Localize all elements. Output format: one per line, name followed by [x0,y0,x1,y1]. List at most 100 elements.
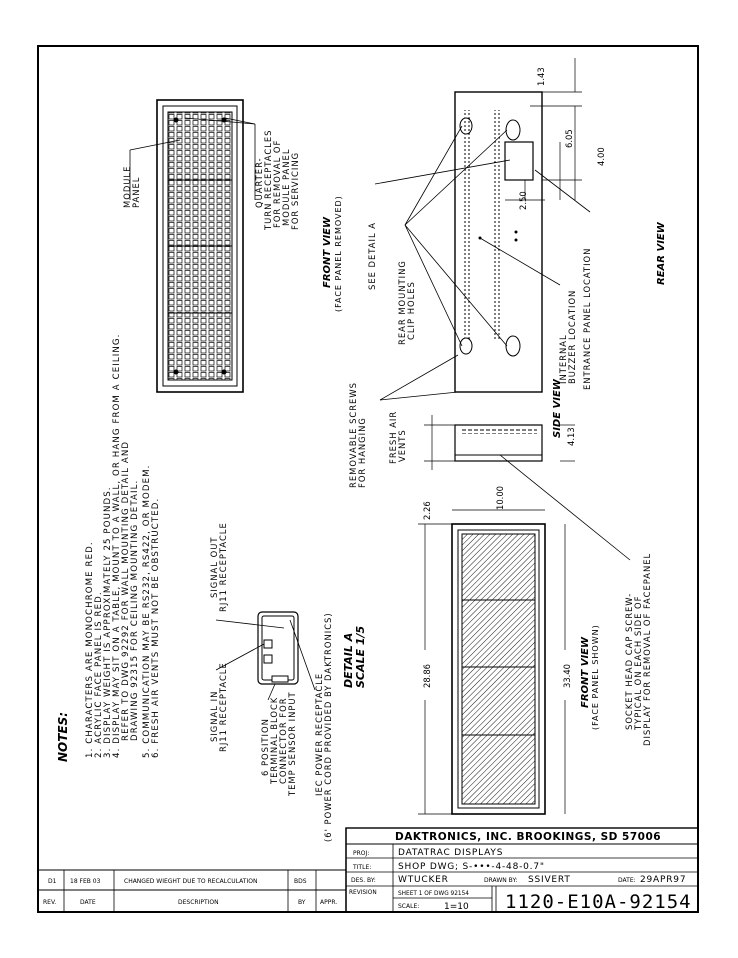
detail-a [257,611,299,685]
note-4-cont-1: REFER TO DWG 92292 FOR WALL MOUNTING DET… [121,441,131,741]
buzzer-callout: INTERNAL BUZZER LOCATION [479,237,577,384]
svg-text:RJ11 RECEPTACLE: RJ11 RECEPTACLE [218,662,228,752]
note-3: 3. DISPLAY WEIGHT IS APPROXIMATELY 25 PO… [103,486,113,758]
svg-text:PANEL: PANEL [131,177,141,208]
svg-text:6 POSITION: 6 POSITION [260,718,270,776]
removable-screws-callout: REMOVABLE SCREWS FOR HANGING [348,354,459,488]
title-block: DAKTRONICS, INC. BROOKINGS, SD 57006 PRO… [345,827,699,913]
project-name: DATATRAC DISPLAYS [398,848,503,858]
detail-a-scale: SCALE 1/5 [354,625,367,688]
svg-text:6.05: 6.05 [564,129,574,148]
svg-text:DES. BY:: DES. BY: [351,877,376,884]
svg-text:BUZZER LOCATION: BUZZER LOCATION [567,290,577,384]
module-panel-callout: MODULE PANEL [122,139,181,208]
svg-text:28.86: 28.86 [422,664,432,688]
svg-text:1.43: 1.43 [536,67,546,86]
sheet-border [37,45,699,913]
svg-text:10.00: 10.00 [495,486,505,510]
svg-text:DATE: DATE [80,899,96,906]
notes-heading: NOTES: [56,712,70,762]
svg-text:TYPICAL ON EACH SIDE OF: TYPICAL ON EACH SIDE OF [633,596,643,731]
svg-text:MODULE: MODULE [122,166,132,208]
quarter-turn-callout: QUARTER- TURN RECEPTACLES FOR REMOVAL OF… [184,117,300,231]
svg-text:DISPLAY FOR REMOVAL OF FACEPAN: DISPLAY FOR REMOVAL OF FACEPANEL [642,553,652,746]
svg-text:BDS: BDS [294,878,307,885]
svg-text:29APR97: 29APR97 [640,875,686,885]
note-2: 2. ACRYLIC FACE PANEL IS RED. [94,591,104,758]
svg-text:TERMINAL BLOCK: TERMINAL BLOCK [269,697,279,785]
svg-text:FRESH AIR: FRESH AIR [388,411,398,464]
entrance-callout: ENTRANCE PANEL LOCATION [534,169,592,390]
front-dimensions: 28.86 2.26 10.00 33.40 [418,486,572,815]
svg-text:REV.: REV. [43,899,56,906]
notes-block: NOTES: 1. CHARACTERS ARE MONOCHROME RED.… [56,334,161,763]
svg-text:2.50: 2.50 [518,191,528,210]
svg-text:TITLE:: TITLE: [352,864,371,871]
note-6: 6. FRESH AIR VENTS MUST NOT BE OBSTRUCTE… [151,498,161,758]
svg-text:33.40: 33.40 [562,664,572,688]
svg-text:1=10: 1=10 [444,902,469,912]
svg-text:18 FEB 03: 18 FEB 03 [70,878,101,885]
svg-text:2.26: 2.26 [422,501,432,520]
svg-text:BY: BY [298,899,306,906]
front-shown-title: FRONT VIEW [580,636,591,708]
svg-text:APPR.: APPR. [320,899,337,906]
rear-clip-callout: REAR MOUNTING CLIP HOLES [397,125,508,347]
rear-view-title: REAR VIEW [656,221,667,285]
svg-text:MODULE PANEL: MODULE PANEL [281,149,291,226]
svg-text:RJ11 RECEPTACLE: RJ11 RECEPTACLE [218,522,228,612]
note-5: 5. COMMUNICATION MAY BE RS232, RS422, OR… [142,465,152,759]
side-view-title: SIDE VIEW [552,378,563,438]
svg-text:REMOVABLE SCREWS: REMOVABLE SCREWS [348,382,358,488]
rear-view [454,91,543,393]
svg-text:SOCKET HEAD CAP SCREW-: SOCKET HEAD CAP SCREW- [624,593,634,730]
svg-text:CHANGED WIEGHT DUE TO RECALCUL: CHANGED WIEGHT DUE TO RECALCULATION [124,878,257,885]
front-shown-subtitle: (FACE PANEL SHOWN) [591,624,600,730]
see-detail-a: SEE DETAIL A [367,222,377,290]
svg-text:(6' POWER CORD PROVIDED BY DAK: (6' POWER CORD PROVIDED BY DAKTRONICS) [323,612,333,842]
svg-text:PROJ:: PROJ: [353,850,369,857]
svg-text:INTERNAL: INTERNAL [558,334,568,384]
svg-text:SIGNAL OUT: SIGNAL OUT [209,537,219,598]
note-4: 4. DISPLAY MAY SIT ON A TABLE, MOUNT TO … [112,334,122,759]
svg-text:FOR HANGING: FOR HANGING [357,417,367,488]
company-name: DAKTRONICS, INC. BROOKINGS, SD 57006 [395,831,661,843]
front-view-panel-removed [156,99,244,393]
svg-text:FOR REMOVAL OF: FOR REMOVAL OF [272,140,282,228]
svg-text:WTUCKER: WTUCKER [398,875,449,885]
drawing-title: SHOP DWG; S-•••-4-48-0.7" [398,862,545,872]
svg-text:CONNECTOR FOR: CONNECTOR FOR [278,697,288,784]
front-view-panel-shown [451,523,546,815]
svg-text:4.00: 4.00 [596,147,606,166]
svg-text:SCALE:: SCALE: [398,903,419,910]
svg-text:REVISION: REVISION [349,890,377,896]
svg-text:D1: D1 [48,878,57,885]
socket-screw-callout: SOCKET HEAD CAP SCREW- TYPICAL ON EACH S… [499,454,652,746]
front-removed-subtitle: (FACE PANEL REMOVED) [334,195,343,312]
revision-table: D1 18 FEB 03 CHANGED WIEGHT DUE TO RECAL… [38,828,347,912]
svg-text:CLIP HOLES: CLIP HOLES [406,281,416,340]
drawing-number: 1120-E10A-92154 [505,891,692,913]
svg-text:IEC POWER RECEPTACLE: IEC POWER RECEPTACLE [314,673,324,796]
svg-text:VENTS: VENTS [397,429,407,462]
side-view [454,424,543,462]
note-4-cont-2: DRAWING 92315 FOR CEILING MOUNTING DETAI… [130,480,140,741]
svg-text:REAR MOUNTING: REAR MOUNTING [397,260,407,345]
front-removed-title: FRONT VIEW [322,216,333,288]
svg-text:DRAWN BY:: DRAWN BY: [484,877,517,884]
svg-text:QUARTER-: QUARTER- [254,157,264,208]
svg-text:FOR SERVICING: FOR SERVICING [290,152,300,230]
svg-text:DATE:: DATE: [618,877,636,884]
svg-text:TURN RECEPTACLES: TURN RECEPTACLES [263,130,273,231]
detail-callouts: SIGNAL OUT RJ11 RECEPTACLE SIGNAL IN RJ1… [209,522,333,842]
detail-a-title: DETAIL A [342,633,355,688]
svg-text:ENTRANCE PANEL LOCATION: ENTRANCE PANEL LOCATION [582,248,592,390]
svg-text:TEMP SENSOR INPUT: TEMP SENSOR INPUT [287,691,297,797]
svg-text:SHEET 1 OF DWG 92154: SHEET 1 OF DWG 92154 [398,891,469,897]
svg-text:SSIVERT: SSIVERT [528,875,571,885]
fresh-air-callout: FRESH AIR VENTS [388,411,407,464]
svg-text:DESCRIPTION: DESCRIPTION [178,899,219,906]
note-1: 1. CHARACTERS ARE MONOCHROME RED. [85,541,95,758]
